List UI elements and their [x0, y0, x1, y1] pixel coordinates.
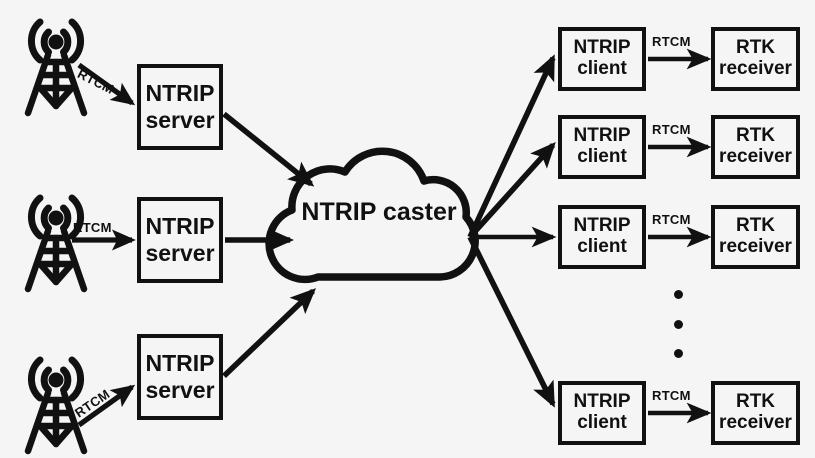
- client-2-line2: client: [577, 146, 627, 167]
- server-3-line2: server: [145, 377, 215, 403]
- server-1-line1: NTRIP: [145, 79, 215, 106]
- rtcm-label-source-2: RTCM: [73, 220, 112, 235]
- arrow-server1-to-caster: [222, 111, 315, 187]
- ntrip-client-box-3[interactable]: NTRIP client: [558, 205, 646, 269]
- ntrip-caster-cloud-shape: [265, 147, 479, 284]
- rtk-receiver-box-1[interactable]: RTK receiver: [711, 27, 800, 91]
- server-2-line2: server: [145, 240, 215, 266]
- arrow-tower3-to-server3: [77, 384, 136, 428]
- client-4-line2: client: [577, 412, 627, 433]
- server-3-line1: NTRIP: [145, 349, 215, 376]
- server-1-line2: server: [145, 107, 215, 133]
- rtcm-label-client-1: RTCM: [652, 34, 691, 49]
- rtk-receiver-box-4[interactable]: RTK receiver: [711, 381, 800, 445]
- ellipsis-dot-1: [674, 290, 683, 299]
- rtk-receiver-box-2[interactable]: RTK receiver: [711, 115, 800, 179]
- client-2-line1: NTRIP: [573, 125, 631, 147]
- receiver-4-line1: RTK: [735, 391, 776, 413]
- rtcm-label-client-4: RTCM: [652, 388, 691, 403]
- arrow-server3-to-caster: [222, 288, 316, 379]
- ntrip-client-box-1[interactable]: NTRIP client: [558, 27, 646, 91]
- client-3-line1: NTRIP: [573, 215, 631, 237]
- receiver-2-line2: receiver: [719, 146, 792, 167]
- receiver-4-line2: receiver: [719, 412, 792, 433]
- client-1-line2: client: [577, 58, 627, 79]
- receiver-1-line2: receiver: [719, 58, 792, 79]
- radio-tower-icon-2: [24, 194, 88, 293]
- radio-tower-icon-1: [24, 18, 88, 117]
- arrow-caster-to-client1: [467, 54, 556, 239]
- rtcm-label-client-2: RTCM: [652, 122, 691, 137]
- receiver-3-line2: receiver: [719, 236, 792, 257]
- ellipsis-dot-2: [674, 320, 683, 329]
- arrow-caster-to-client4: [467, 235, 556, 408]
- arrow-tower1-to-server1: [77, 62, 136, 106]
- ntrip-server-box-1[interactable]: NTRIP server: [137, 64, 223, 150]
- ntrip-client-box-4[interactable]: NTRIP client: [558, 381, 646, 445]
- ntrip-server-box-3[interactable]: NTRIP server: [137, 334, 223, 420]
- ntrip-client-box-2[interactable]: NTRIP client: [558, 115, 646, 179]
- arrow-caster-to-client2: [467, 141, 556, 239]
- rtcm-label-client-3: RTCM: [652, 212, 691, 227]
- client-1-line1: NTRIP: [573, 37, 631, 59]
- client-3-line2: client: [577, 236, 627, 257]
- receiver-3-line1: RTK: [735, 215, 776, 237]
- ellipsis-dot-3: [674, 349, 683, 358]
- rtk-receiver-box-3[interactable]: RTK receiver: [711, 205, 800, 269]
- receiver-2-line1: RTK: [735, 125, 776, 147]
- receiver-1-line1: RTK: [735, 37, 776, 59]
- ntrip-server-box-2[interactable]: NTRIP server: [137, 197, 223, 283]
- radio-tower-icon-3: [24, 356, 88, 455]
- client-4-line1: NTRIP: [573, 391, 631, 413]
- server-2-line1: NTRIP: [145, 212, 215, 239]
